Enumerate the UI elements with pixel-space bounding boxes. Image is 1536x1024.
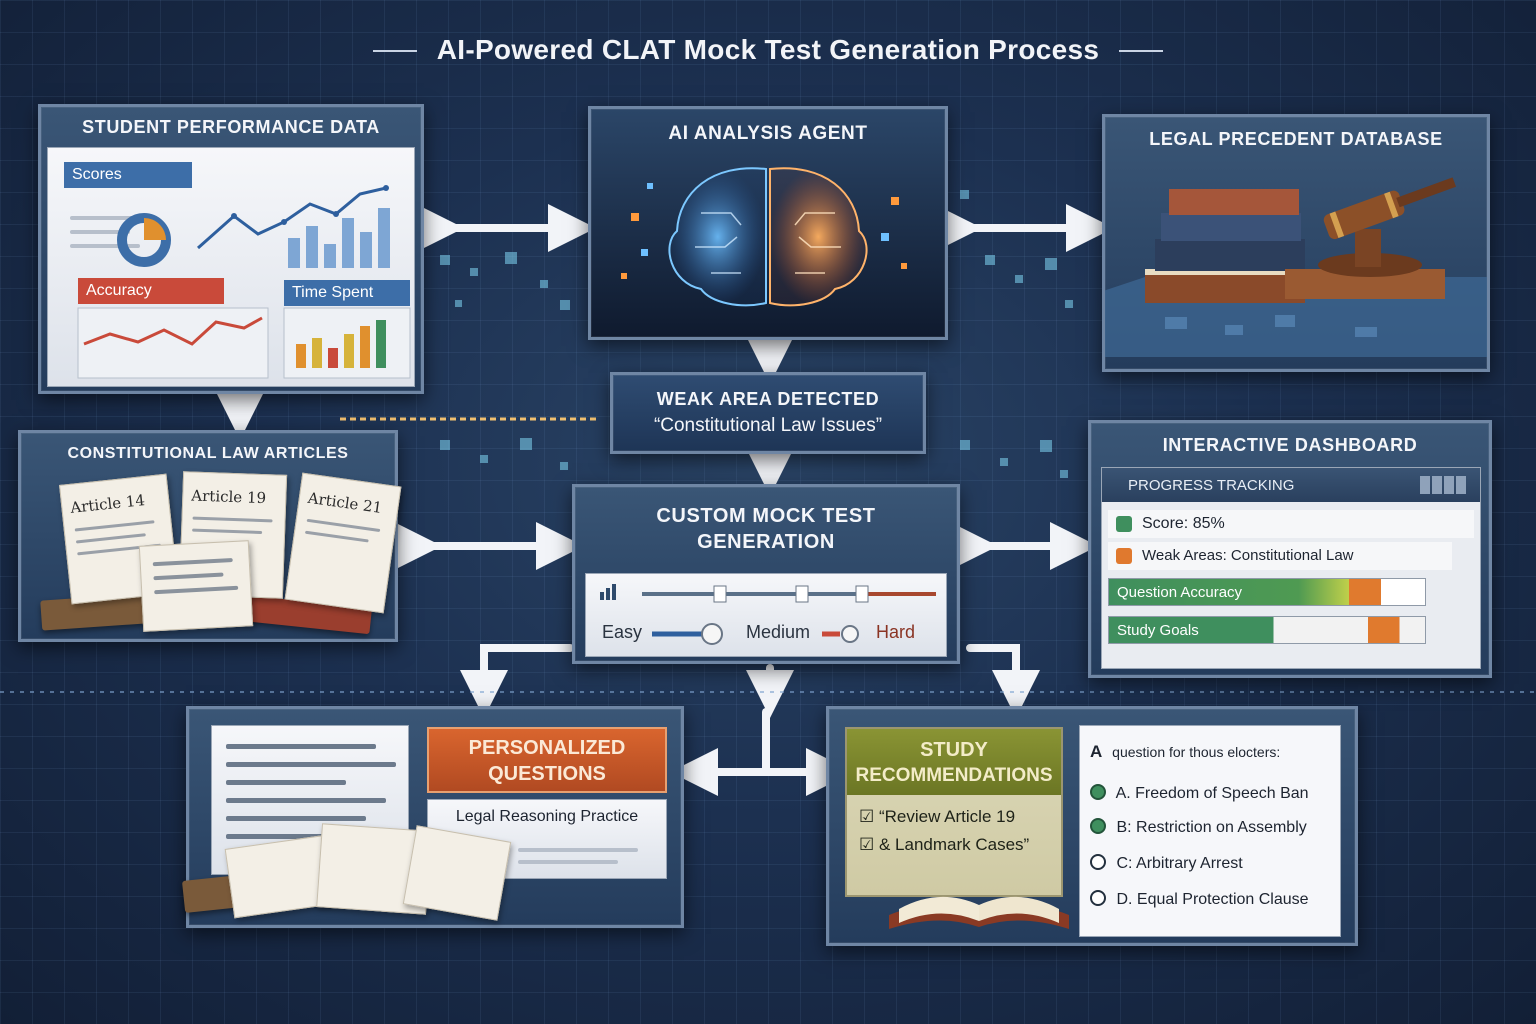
option-c-label: C: Arbitrary Arrest [1116,855,1243,872]
ai-brain-icon [621,167,907,307]
ai-analysis-panel: AI ANALYSIS AGENT [588,106,948,340]
hard-label: Hard [876,622,916,642]
question-prefix: A [1090,742,1103,761]
question-accuracy-bar[interactable]: Question Accuracy [1108,578,1426,606]
question-card: A question for thous elocters: A. Freedo… [1079,725,1341,937]
personalized-panel: PERSONALIZED QUESTIONS Legal Reasoning P… [181,706,684,928]
checked-circle-icon [1090,784,1106,800]
question-accuracy-label: Question Accuracy [1117,584,1243,601]
progress-tracking-header: PROGRESS TRACKING [1102,468,1480,502]
student-performance-title: STUDENT PERFORMANCE DATA [82,117,380,137]
accuracy-chart [77,307,411,379]
checkbox-icon: ☑ [859,807,875,826]
weak-area-panel: WEAK AREA DETECTED “Constitutional Law I… [610,372,926,454]
study-card: STUDY RECOMMENDATIONS ☑ “Review Article … [845,727,1063,897]
score-icon [1116,516,1132,532]
study-goals-bar[interactable]: Study Goals [1108,616,1426,644]
option-c[interactable]: C: Arbitrary Arrest [1090,854,1243,873]
question-prompt: A question for thous elocters: [1090,742,1280,762]
study-title-line1: STUDY [920,739,988,761]
mock-test-panel: CUSTOM MOCK TEST GENERATION Easy Medium … [572,484,960,664]
empty-circle-icon [1090,890,1106,906]
checked-circle-icon [1090,818,1106,834]
question-prompt-text: question for thous elocters: [1112,744,1281,760]
empty-circle-icon [1090,854,1106,870]
difficulty-slider[interactable] [586,574,948,658]
alert-icon [1116,548,1132,564]
personalized-title-line1: PERSONALIZED [468,737,626,759]
checkbox-icon: ☑ [859,835,875,854]
study-goals-label: Study Goals [1117,622,1199,639]
study-header: STUDY RECOMMENDATIONS [847,729,1061,795]
article-19-label: Article 19 [191,486,267,508]
study-item-1-label: “Review Article 19 [878,807,1016,826]
legal-database-title: LEGAL PRECEDENT DATABASE [1149,129,1443,149]
legal-books-gavel-icon [1105,177,1487,357]
progress-tracking-label: PROGRESS TRACKING [1128,477,1295,494]
score-charts [117,185,390,268]
option-a-label: A. Freedom of Speech Ban [1115,785,1309,802]
grid-view-icon[interactable] [1420,476,1468,494]
study-title-line2: RECOMMENDATIONS [855,765,1053,786]
performance-sheet: Scores Accuracy Time Spent [47,147,415,387]
easy-label: Easy [602,622,643,642]
option-b-label: B: Restriction on Assembly [1116,819,1307,836]
dashboard-panel: INTERACTIVE DASHBOARD PROGRESS TRACKING … [1088,420,1492,678]
ai-analysis-title: AI ANALYSIS AGENT [668,123,868,144]
option-a[interactable]: A. Freedom of Speech Ban [1090,784,1309,803]
accuracy-chip: Accuracy [78,278,224,304]
constitutional-panel: CONSTITUTIONAL LAW ARTICLES Article 14 A… [18,430,402,642]
dashboard-title: INTERACTIVE DASHBOARD [1162,435,1418,455]
option-d[interactable]: D. Equal Protection Clause [1090,890,1309,909]
constitutional-title: CONSTITUTIONAL LAW ARTICLES [67,445,349,462]
dashboard-window: PROGRESS TRACKING Score: 85% Weak Areas:… [1101,467,1481,669]
study-panel: STUDY RECOMMENDATIONS ☑ “Review Article … [826,706,1358,946]
score-row: Score: 85% [1108,510,1474,538]
weak-area-title: WEAK AREA DETECTED [656,389,880,409]
article-14-label: Article 14 [69,491,146,517]
time-spent-chip: Time Spent [284,280,410,306]
practice-subtitle: Legal Reasoning Practice [455,808,639,825]
article-21-paper: Article 21 [284,472,402,614]
study-item-2-label: & Landmark Cases” [878,835,1030,854]
loose-paper [138,540,254,632]
weak-areas-label: Weak Areas: Constitutional Law [1142,547,1354,564]
study-item-1: ☑ “Review Article 19 [859,807,1015,827]
option-b[interactable]: B: Restriction on Assembly [1090,818,1307,837]
study-item-2: ☑ & Landmark Cases” [859,835,1029,855]
weak-areas-row: Weak Areas: Constitutional Law [1108,542,1452,570]
personalized-title-line2: QUESTIONS [488,763,606,785]
weak-area-detail: “Constitutional Law Issues” [653,415,883,436]
scores-chip: Scores [64,162,192,188]
medium-label: Medium [746,622,811,642]
score-label: Score: 85% [1142,515,1225,532]
difficulty-track [600,584,936,603]
legal-database-panel: LEGAL PRECEDENT DATABASE [1102,114,1490,372]
article-21-label: Article 21 [306,488,384,518]
difficulty-slider-card: Easy Medium Hard [585,573,947,657]
mock-test-title-line1: CUSTOM MOCK TEST [656,505,876,527]
student-performance-panel: STUDENT PERFORMANCE DATA Scores Accuracy… [38,104,424,394]
personalized-header: PERSONALIZED QUESTIONS [427,727,667,793]
mock-test-title-line2: GENERATION [697,531,835,553]
diagram-title: AI-Powered CLAT Mock Test Generation Pro… [372,34,1163,66]
option-d-label: D. Equal Protection Clause [1116,891,1309,908]
open-book-icon [889,896,1069,929]
